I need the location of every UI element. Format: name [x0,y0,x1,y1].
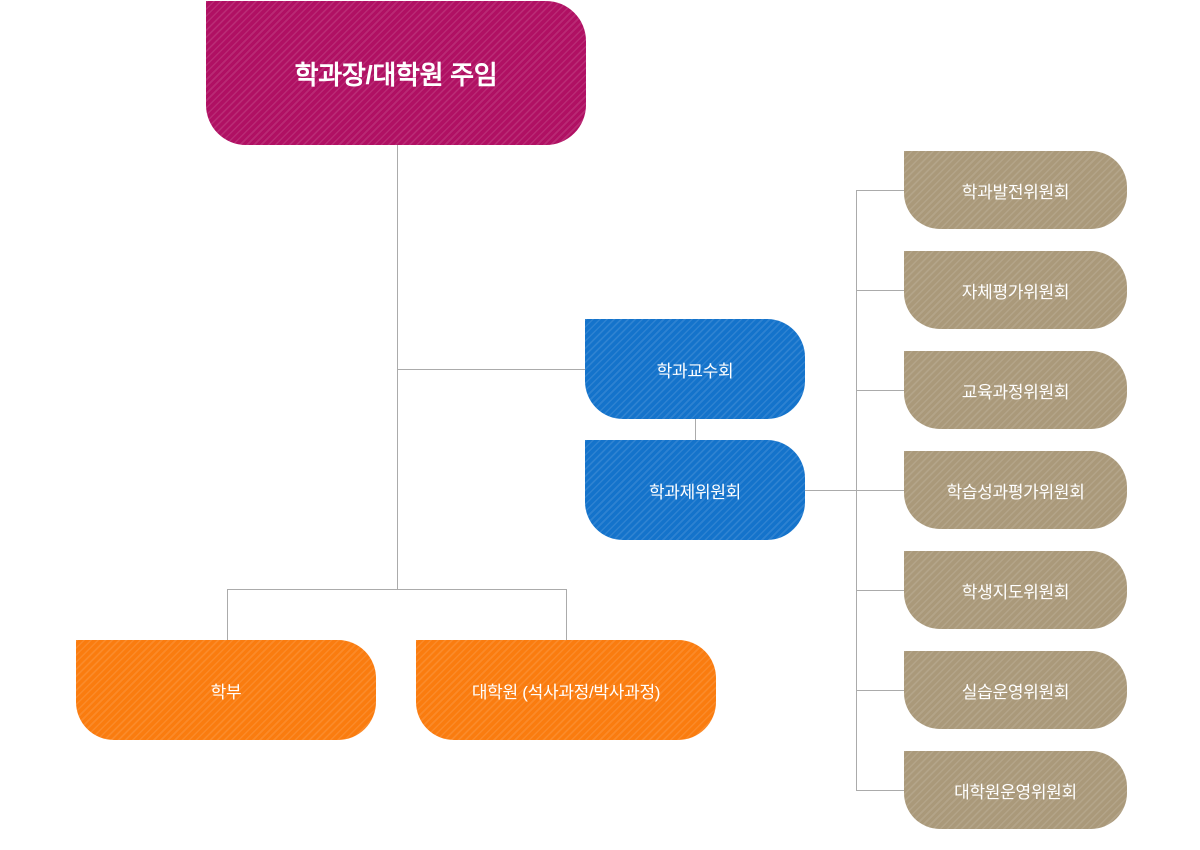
connector-graduate-stub [566,589,567,640]
committee-node: 학습성과평가위원회 [904,451,1127,529]
node-graduate-school: 대학원 (석사과정/박사과정) [416,640,716,740]
committee-node: 대학원운영위원회 [904,751,1127,829]
node-undergraduate-label: 학부 [210,682,242,702]
node-department-committees: 학과제위원회 [585,440,805,540]
committee-node: 학생지도위원회 [904,551,1127,629]
connector-committee-stub [856,690,904,691]
connector-committee-stub [856,190,904,191]
committee-node-label: 실습운영위원회 [961,682,1070,702]
connector-committees-branch [805,490,857,491]
committee-node-label: 학습성과평가위원회 [946,482,1085,502]
committee-node: 자체평가위원회 [904,251,1127,329]
committee-node-label: 학과발전위원회 [961,182,1070,202]
connector-programs-horizontal [227,589,567,590]
connector-committee-stub [856,490,904,491]
node-department-committees-label: 학과제위원회 [648,482,742,502]
committee-node-label: 학생지도위원회 [961,582,1070,602]
node-undergraduate: 학부 [76,640,376,740]
connector-committee-stub [856,390,904,391]
connector-committee-stub [856,590,904,591]
connector-undergraduate-stub [227,589,228,640]
node-department-head-label: 학과장/대학원 주임 [294,59,498,90]
committee-node-label: 교육과정위원회 [961,382,1070,402]
connector-committee-stub [856,790,904,791]
connector-committee-stub [856,290,904,291]
connector-faculty-branch [397,369,585,370]
committee-node: 학과발전위원회 [904,151,1127,229]
committee-node-label: 대학원운영위원회 [954,782,1077,802]
node-graduate-school-label: 대학원 (석사과정/박사과정) [471,682,661,702]
committee-node: 교육과정위원회 [904,351,1127,429]
connector-council-to-committees [695,419,696,440]
node-faculty-council: 학과교수회 [585,319,805,419]
connector-trunk [397,145,398,589]
node-faculty-council-label: 학과교수회 [656,361,734,381]
node-department-head: 학과장/대학원 주임 [206,1,586,145]
committee-node-label: 자체평가위원회 [961,282,1070,302]
committee-node: 실습운영위원회 [904,651,1127,729]
